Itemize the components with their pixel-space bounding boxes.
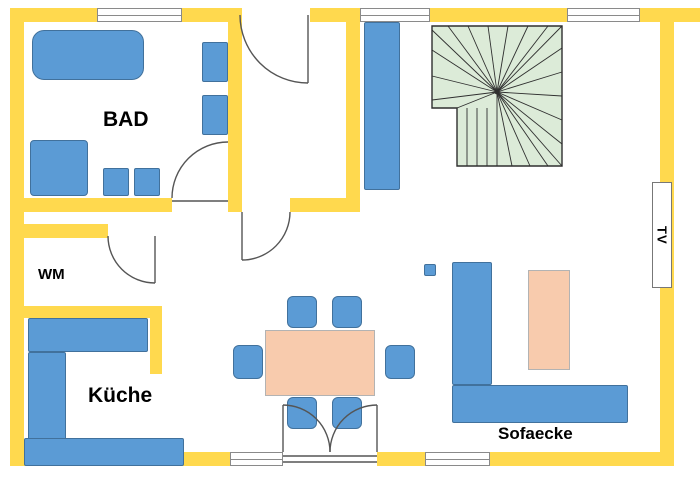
hall-door-arc (241, 211, 291, 261)
staircase-steps (431, 25, 563, 167)
marker-dot (424, 264, 436, 276)
sink-left (103, 168, 129, 196)
window-top-right (567, 8, 640, 22)
dining-chair-top-right (332, 296, 362, 328)
kitchen-counter-left (28, 352, 66, 440)
sofa-section-vertical (452, 262, 492, 385)
room-label-sofa-corner: Sofaecke (498, 424, 573, 443)
wall-bathroom-south (10, 198, 172, 212)
dining-table (265, 330, 375, 396)
bathtub (32, 30, 144, 80)
wall-outer-top-1 (10, 8, 97, 22)
dining-chair-bottom-left (287, 397, 317, 429)
dining-chair-left (233, 345, 263, 379)
window-top-middle (360, 8, 430, 22)
window-top-left (97, 8, 182, 22)
room-label-kitchen: Küche (88, 384, 153, 407)
wall-kitchen-east (150, 306, 162, 374)
wm-door-arc (107, 235, 156, 284)
wall-outer-bottom-3 (490, 452, 674, 466)
room-label-bathroom: BAD (103, 108, 149, 131)
entry-door-arc (239, 14, 309, 84)
bidet (202, 95, 228, 135)
wall-kitchen-north (10, 306, 150, 318)
dining-chair-bottom-right (332, 397, 362, 429)
wall-outer-top-4 (430, 8, 567, 22)
wall-corridor-south (290, 198, 360, 212)
tv-panel: TV (652, 182, 672, 288)
wall-outer-top-2 (182, 8, 240, 22)
dining-chair-right (385, 345, 415, 379)
wall-corridor-east (346, 8, 360, 212)
staircase-outline (431, 25, 563, 167)
kitchen-counter-top (28, 318, 148, 352)
toilet (202, 42, 228, 82)
dining-chair-top-left (287, 296, 317, 328)
bathroom-door-arc (171, 141, 229, 199)
kitchen-counter-bottom (24, 438, 184, 466)
room-label-washing-machine: WM (38, 266, 65, 283)
sofa-section-horizontal (452, 385, 628, 423)
window-bottom-left (230, 452, 283, 466)
wall-wm-north (10, 224, 108, 238)
window-bottom-right (425, 452, 490, 466)
sink-right (134, 168, 160, 196)
wall-bathroom-east (228, 8, 242, 212)
spiral-staircase (431, 25, 563, 167)
shower (30, 140, 88, 196)
tv-label: TV (654, 225, 670, 245)
shelf-unit (364, 22, 400, 190)
coffee-table (528, 270, 570, 370)
staircase-newel (494, 89, 500, 95)
wall-outer-bottom-2 (377, 452, 425, 466)
